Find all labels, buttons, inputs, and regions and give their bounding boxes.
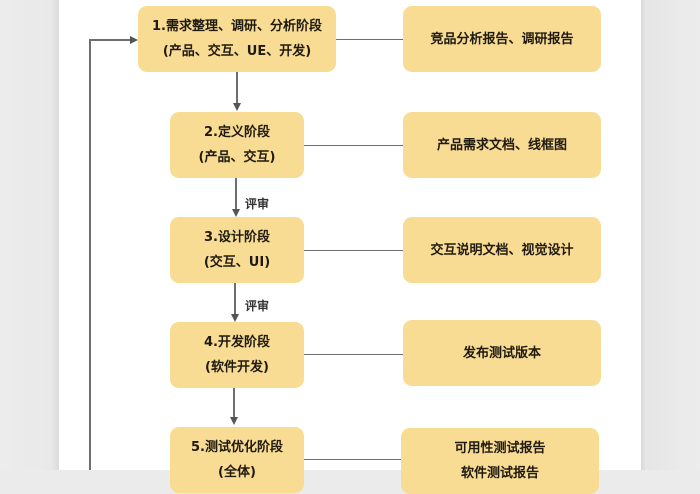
stage-5-output-connector — [304, 459, 403, 460]
transition-1-2-line — [236, 72, 238, 104]
left-margin — [0, 0, 59, 470]
transition-2-3-arrow-icon — [232, 209, 240, 217]
stage-2-subtitle: (产品、交互) — [198, 150, 276, 165]
stage-1-output-connector — [336, 39, 403, 40]
transition-2-3-label: 评审 — [245, 197, 270, 211]
diagram-page: 1.需求整理、调研、分析阶段 (产品、交互、UE、开发) 竞品分析报告、调研报告… — [59, 0, 641, 494]
stage-3-output-text: 交互说明文档、视觉设计 — [430, 242, 574, 258]
stage-1-box: 1.需求整理、调研、分析阶段 (产品、交互、UE、开发) — [138, 6, 336, 72]
stage-5-subtitle: (全体) — [218, 465, 256, 480]
transition-3-4-line — [234, 283, 236, 315]
stage-1-output-text: 竞品分析报告、调研报告 — [430, 31, 574, 47]
stage-4-subtitle: (软件开发) — [205, 360, 269, 375]
transition-3-4-arrow-icon — [231, 314, 239, 322]
stage-2-box: 2.定义阶段 (产品、交互) — [170, 112, 304, 178]
transition-3-4-label: 评审 — [245, 299, 270, 313]
stage-5-output-box: 可用性测试报告 软件测试报告 — [401, 428, 599, 494]
stage-5-box: 5.测试优化阶段 (全体) — [170, 427, 304, 493]
stage-1-output-box: 竞品分析报告、调研报告 — [403, 6, 601, 72]
stage-3-title: 3.设计阶段 — [204, 230, 270, 245]
stage-2-output-text: 产品需求文档、线框图 — [436, 137, 567, 153]
feedback-loop-horizontal-line — [89, 39, 131, 41]
transition-1-2-arrow-icon — [233, 103, 241, 111]
right-margin — [641, 0, 700, 470]
stage-2-output-box: 产品需求文档、线框图 — [403, 112, 601, 178]
stage-4-output-box: 发布测试版本 — [403, 320, 601, 386]
stage-4-output-connector — [304, 354, 403, 355]
stage-4-title: 4.开发阶段 — [204, 335, 270, 350]
stage-5-title: 5.测试优化阶段 — [191, 440, 283, 455]
stage-3-subtitle: (交互、UI) — [203, 255, 271, 270]
stage-5-output-text-2: 软件测试报告 — [460, 466, 539, 481]
stage-3-box: 3.设计阶段 (交互、UI) — [170, 217, 304, 283]
stage-5-output-text-1: 可用性测试报告 — [454, 441, 546, 456]
transition-2-3-line — [235, 178, 237, 210]
feedback-loop-vertical-line — [89, 39, 91, 470]
stage-2-title: 2.定义阶段 — [204, 125, 270, 140]
stage-3-output-box: 交互说明文档、视觉设计 — [403, 217, 601, 283]
stage-3-output-connector — [304, 250, 403, 251]
stage-1-title: 1.需求整理、调研、分析阶段 — [152, 19, 322, 34]
stage-4-box: 4.开发阶段 (软件开发) — [170, 322, 304, 388]
stage-1-subtitle: (产品、交互、UE、开发) — [162, 44, 312, 59]
stage-2-output-connector — [304, 145, 403, 146]
stage-4-output-text: 发布测试版本 — [462, 345, 541, 361]
transition-4-5-arrow-icon — [230, 417, 238, 425]
feedback-loop-arrow-icon — [130, 36, 138, 44]
transition-4-5-line — [233, 388, 235, 418]
